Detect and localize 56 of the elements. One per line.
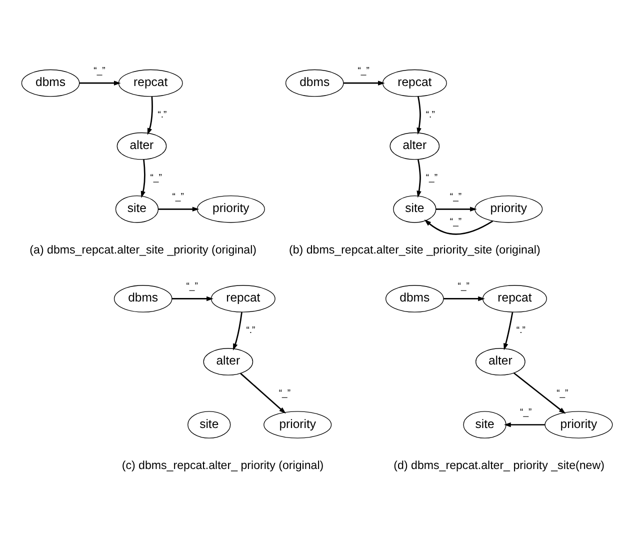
arrow: [504, 422, 545, 428]
edge-label: “_”: [172, 191, 184, 202]
arrow: [79, 80, 121, 86]
edge-label: “.”: [158, 109, 167, 120]
arrow: [436, 206, 477, 212]
edge-label: “.”: [426, 109, 435, 120]
node-ellipse: priority: [196, 195, 265, 223]
node-ellipse: priority: [264, 411, 332, 438]
arrow: [158, 206, 200, 212]
edge-label: “_”: [450, 191, 462, 202]
edge-label: “_”: [426, 172, 438, 184]
node-ellipse: dbms: [21, 69, 80, 97]
node-ellipse: site: [463, 411, 506, 438]
arrow: [444, 296, 485, 302]
arrow: [140, 159, 146, 198]
edge-label: “_”: [278, 388, 291, 400]
node-ellipse: site: [393, 195, 436, 223]
node-ellipse: priority: [544, 411, 613, 438]
arrow: [513, 372, 566, 414]
edge-label: “_”: [520, 407, 532, 418]
node-ellipse: repcat: [482, 285, 547, 312]
node-ellipse: repcat: [210, 285, 276, 312]
node-ellipse: alter: [476, 348, 526, 376]
node-ellipse: alter: [203, 348, 254, 376]
node-ellipse: repcat: [118, 69, 183, 97]
arrow: [424, 220, 494, 235]
node-ellipse: dbms: [285, 69, 344, 97]
arrow: [416, 96, 422, 135]
label: (a) dbms_repcat.alter_site _priority (original): [30, 244, 257, 256]
node-ellipse: dbms: [386, 285, 444, 312]
edge-label: “_”: [186, 280, 198, 292]
node-ellipse: alter: [116, 132, 167, 160]
node-ellipse: site: [115, 195, 159, 223]
arrow: [416, 159, 422, 198]
arrow: [172, 296, 214, 302]
arrow: [240, 372, 286, 414]
edge-label: “_”: [358, 65, 370, 76]
edge-label: “.”: [246, 325, 256, 336]
edge-label: “.”: [516, 325, 526, 336]
edge-label: “_”: [450, 216, 462, 228]
edge-label: “_”: [458, 280, 470, 292]
node-ellipse: repcat: [382, 69, 447, 97]
label: (d) dbms_repcat.alter_ priority _site(new): [394, 460, 604, 472]
arrow: [504, 312, 514, 350]
node-ellipse: priority: [474, 195, 543, 223]
label: (b) dbms_repcat.alter_site _priority_site (original): [289, 244, 540, 256]
edge-label: “_”: [556, 388, 568, 400]
edge-label: “_”: [94, 65, 106, 76]
node-ellipse: site: [188, 411, 231, 438]
node-ellipse: alter: [390, 132, 440, 160]
edge-label: “_”: [150, 172, 162, 184]
node-ellipse: dbms: [114, 285, 172, 312]
arrow: [344, 80, 385, 86]
arrow: [233, 312, 242, 350]
arrow: [147, 96, 153, 135]
label: (c) dbms_repcat.alter_ priority (original): [122, 460, 324, 472]
